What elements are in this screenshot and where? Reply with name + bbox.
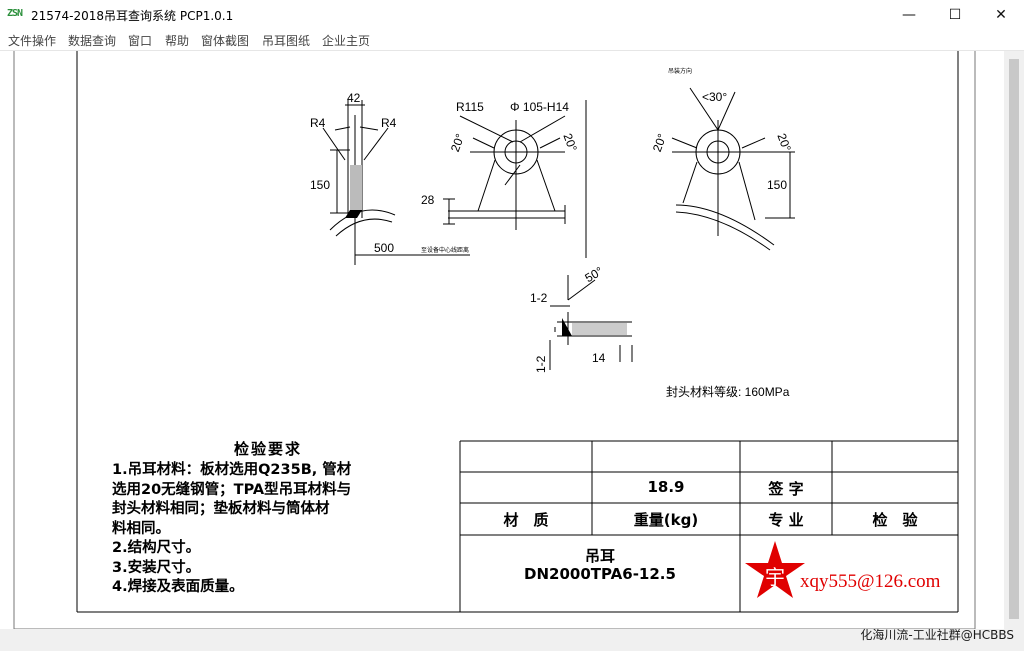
specialty-label: 专 业: [768, 511, 804, 529]
menu-screenshot[interactable]: 窗体截图: [201, 34, 250, 48]
requirements-list: 1.吊耳材料：板材选用Q235B, 管材 选用20无缝钢管；TPA型吊耳材料与 …: [112, 461, 447, 598]
dim-42: 42: [347, 91, 361, 105]
menu-query[interactable]: 数据查询: [68, 34, 117, 48]
weight-value: 18.9: [647, 478, 685, 496]
dim-14: 14: [592, 351, 606, 365]
status-bar: 化海川流-工业社群@HCBBS: [0, 628, 1024, 651]
status-watermark: 化海川流-工业社群@HCBBS: [860, 628, 1014, 642]
title-bar: ZSN 21574-2018吊耳查询系统 PCP1.0.1 — ☐ ✕: [0, 0, 1024, 30]
stamp: 宇: [745, 541, 805, 598]
close-button[interactable]: ✕: [995, 7, 1007, 23]
dim-r4-left: R4: [310, 116, 326, 130]
requirement-item: 3.安装尺寸。: [112, 559, 201, 576]
technical-drawing: 42 R4 R4 150 500 至设备中心线距离 28 R115 Φ 105-…: [13, 51, 976, 629]
window-title: 21574-2018吊耳查询系统 PCP1.0.1: [31, 9, 234, 23]
requirement-item: 4.焊接及表面质量。: [112, 579, 244, 595]
requirement-item: 料相同。: [112, 520, 170, 537]
dim-20-a: 20°: [448, 132, 467, 154]
part-name: 吊耳: [584, 547, 615, 565]
dim-r115: R115: [456, 100, 484, 114]
material-label: 材 质: [503, 511, 549, 529]
menu-drawings[interactable]: 吊耳图纸: [262, 34, 311, 48]
stamp-char: 宇: [765, 566, 785, 589]
dim-center-note: 至设备中心线距离: [421, 246, 469, 254]
requirements-title: 检验要求: [234, 440, 303, 458]
menu-homepage[interactable]: 企业主页: [322, 34, 371, 48]
menu-window[interactable]: 窗口: [128, 34, 153, 48]
dim-50: 50°: [583, 264, 606, 285]
dim-150-left: 150: [310, 178, 330, 192]
dim-20-c: 20°: [650, 132, 669, 154]
dim-phi: Φ 105-H14: [510, 100, 569, 114]
dim-30: <30°: [702, 90, 727, 104]
part-code: DN2000TPA6-12.5: [524, 565, 676, 583]
maximize-button[interactable]: ☐: [948, 7, 962, 23]
weld-size-top: 1-2: [530, 291, 548, 305]
menu-bar: 文件操作 数据查询 窗口 帮助 窗体截图 吊耳图纸 企业主页: [0, 30, 1024, 51]
head-material-note: 封头材料等级: 160MPa: [666, 385, 790, 399]
dim-20-d: 20°: [774, 132, 793, 154]
requirement-item: 1.吊耳材料：板材选用Q235B, 管材: [112, 462, 352, 478]
dim-150-right: 150: [767, 178, 787, 192]
dim-28: 28: [421, 193, 435, 207]
dim-r4-right: R4: [381, 116, 397, 130]
requirement-item: 选用20无缝钢管；TPA型吊耳材料与: [112, 481, 352, 498]
sign-label: 签 字: [768, 480, 804, 498]
weld-size-side: 1-2: [534, 355, 548, 373]
inspect-label: 检 验: [872, 511, 918, 529]
lift-direction-label: 吊装方向: [668, 67, 692, 75]
requirement-item: 封头材料相同；垫板材料与筒体材: [112, 501, 330, 517]
app-icon: ZSN: [7, 8, 23, 19]
dim-500: 500: [374, 241, 394, 255]
requirement-item: 2.结构尺寸。: [112, 540, 201, 556]
stamp-email: xqy555@126.com: [800, 571, 941, 592]
menu-file[interactable]: 文件操作: [8, 34, 57, 48]
scrollbar-thumb[interactable]: [1009, 59, 1019, 619]
minimize-button[interactable]: —: [902, 7, 916, 23]
drawing-canvas: 42 R4 R4 150 500 至设备中心线距离 28 R115 Φ 105-…: [0, 51, 1004, 629]
weight-label: 重量(kg): [633, 511, 699, 529]
menu-help[interactable]: 帮助: [165, 34, 190, 48]
vertical-scrollbar[interactable]: [1004, 51, 1024, 629]
dim-20-b: 20°: [560, 132, 579, 154]
